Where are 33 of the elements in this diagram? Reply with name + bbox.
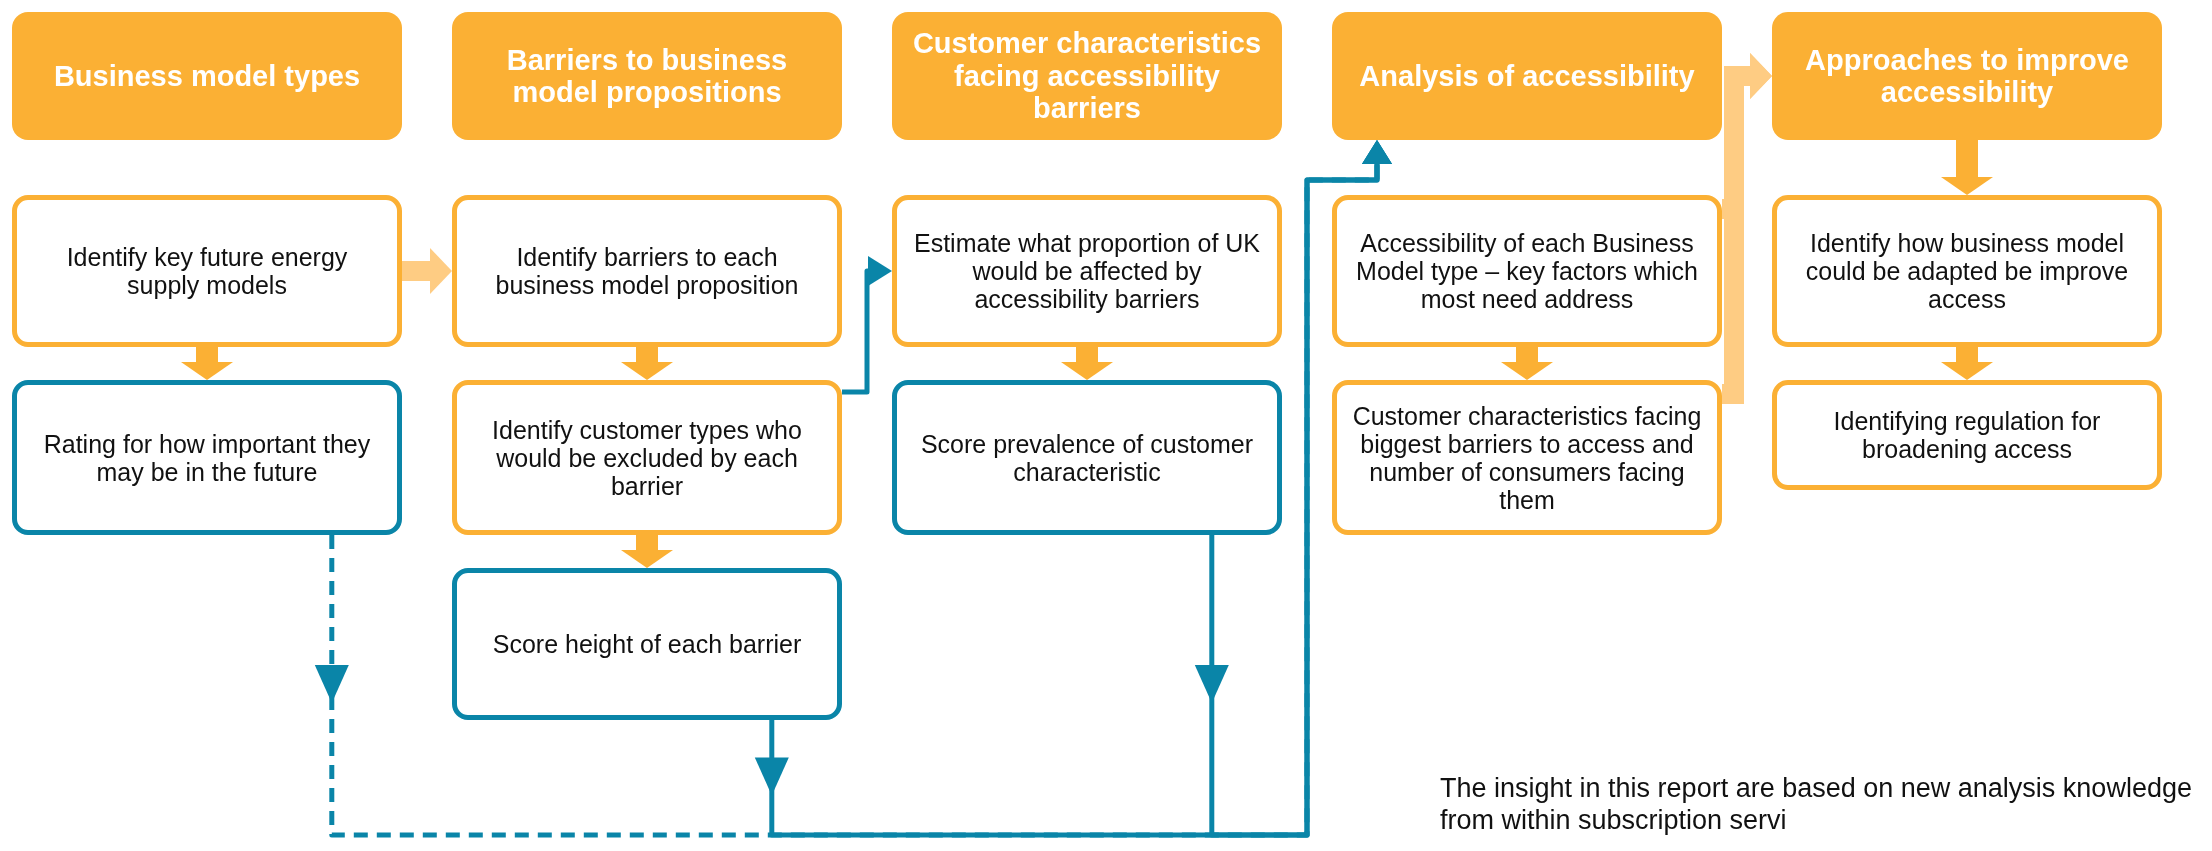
box-text: Approaches to improve accessibility [1804,43,2130,109]
stage-header [452,12,842,140]
box-text: Identify key future energy supply models [65,243,349,299]
process-box [12,380,402,535]
box-text: Identify customer types who would be excluded by each barrier [491,415,803,500]
stage-header [12,12,402,140]
process-box [452,195,842,347]
process-box [452,380,842,535]
process-box [892,380,1282,535]
box-text: Rating for how important they may be in the future [42,429,372,486]
box-text: Identifying regulation for broadening access [1832,407,2102,463]
box-text: Accessibility of each Business Model type – key factors which most need address [1355,229,1699,313]
process-box [1772,195,2162,347]
box-text: Estimate what proportion of UK would be affected by accessibility barriers [913,229,1261,313]
process-box [12,195,402,347]
box-text: Identify barriers to each business model proposition [494,243,800,299]
process-box [1332,195,1722,347]
note-text: The insight in this report are based on new analysis knowledge from within subscription servi [1440,772,2193,837]
box-text: Customer characteristics facing accessibility barriers [911,27,1263,125]
stage-header [1772,12,2162,140]
box-text: Barriers to business model propositions [505,43,789,109]
box-text: Score height of each barrier [492,630,802,658]
stage-header [1332,12,1722,140]
box-text: Score prevalence of customer characteristic [919,429,1255,486]
box-text: Identify how business model could be adapted be improve access [1804,229,2130,313]
process-box [1772,380,2162,490]
process-box [892,195,1282,347]
stage-header [892,12,1282,140]
box-text: Business model types [53,59,361,93]
box-text: Customer characteristics facing biggest barriers to access and number of consumers facing them [1351,401,1703,514]
box-text: Analysis of accessibility [1359,59,1695,93]
process-box [452,568,842,720]
process-box [1332,380,1722,535]
